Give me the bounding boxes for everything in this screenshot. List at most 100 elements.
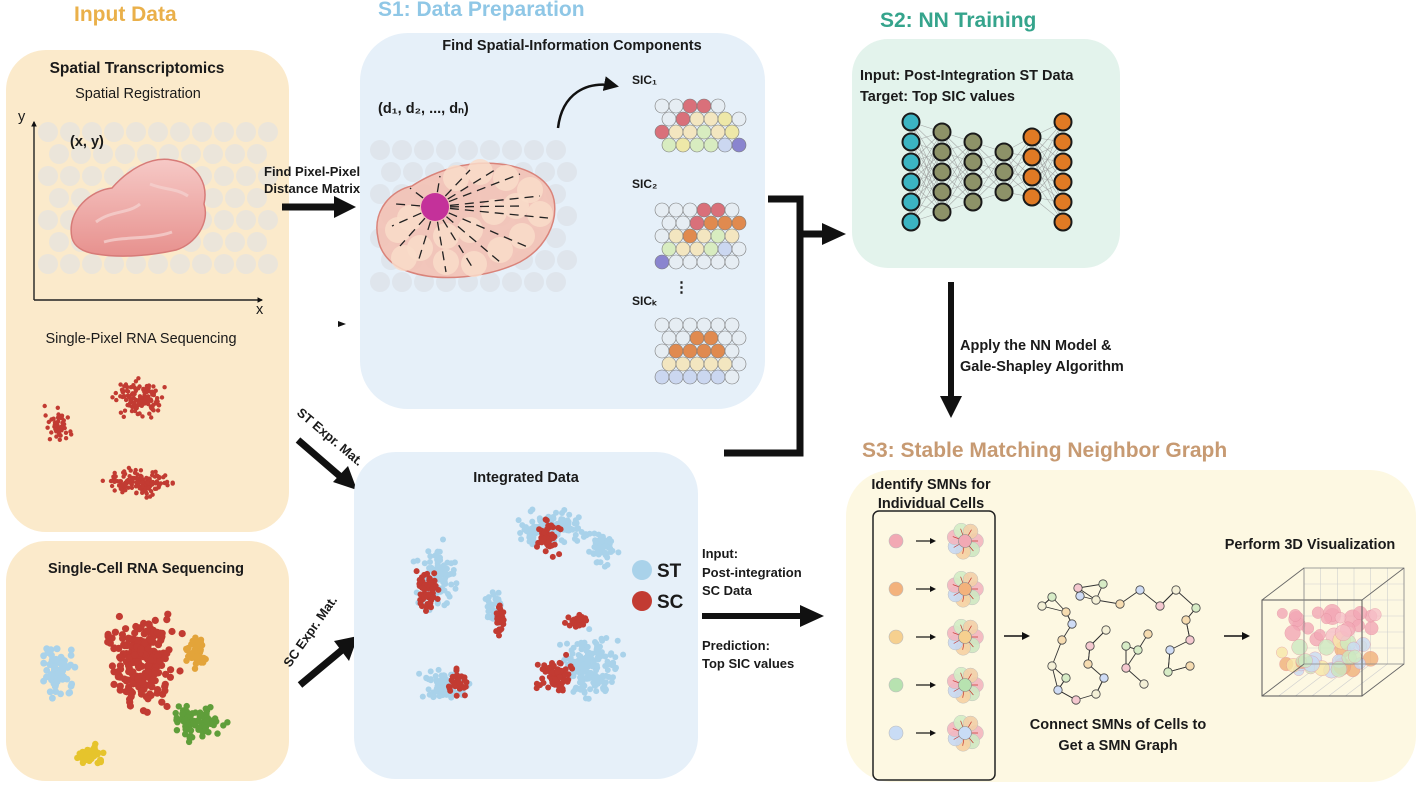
sc-dot [430, 594, 437, 601]
st-dot [592, 544, 599, 550]
sc-dot [545, 684, 552, 691]
st-dot [602, 685, 609, 692]
nn-node [932, 162, 952, 182]
cell-dot [173, 727, 181, 734]
neural-network [901, 112, 1073, 232]
grid-cell [392, 140, 412, 160]
sc-dot [562, 666, 569, 673]
grid-cell [557, 206, 577, 226]
sic-cell [682, 317, 698, 333]
sic1-label: SIC₁ [632, 73, 657, 87]
smn-arrowhead [930, 730, 936, 736]
graph-node [1061, 673, 1071, 683]
graph-node [1091, 595, 1101, 605]
sic-title: Find Spatial-Information Components [442, 38, 701, 54]
grid-cell [247, 188, 267, 208]
cell-dot [198, 710, 205, 718]
st-dot [421, 560, 428, 567]
cell-dot [202, 724, 210, 731]
nn-node [932, 202, 952, 222]
sc-dot [549, 669, 556, 676]
cell-dot [100, 749, 107, 756]
cell-dot [164, 610, 172, 618]
nn-node [901, 112, 921, 132]
cell-dot [207, 704, 214, 711]
cell-dot [47, 671, 55, 678]
cell-dot [115, 644, 123, 653]
st-dot [416, 670, 423, 677]
cell-dot [161, 655, 169, 663]
pixel-dot [123, 397, 129, 403]
query-cell [888, 533, 904, 549]
cell-dot [163, 616, 171, 624]
pixel-dot [164, 479, 170, 485]
st-dot [612, 654, 619, 661]
grid-cell [236, 166, 256, 186]
st-dot [553, 509, 559, 516]
apply-label-1: Apply the NN Model & [960, 338, 1112, 354]
pixel-dot [45, 425, 50, 430]
sc-dot [425, 591, 432, 598]
st-dot [604, 561, 611, 568]
nn-node [932, 182, 952, 202]
grid-cell [38, 254, 58, 274]
pixel-dot [121, 414, 127, 419]
query-pixel [421, 193, 449, 221]
st-dot [435, 666, 442, 673]
sic-cell [682, 202, 698, 218]
cell-dot [108, 634, 116, 642]
grid-cell [436, 140, 456, 160]
graph-node [1071, 695, 1081, 705]
visualize-label: Perform 3D Visualization [1225, 537, 1396, 553]
distance-ray [434, 206, 549, 219]
cube-edge [1361, 663, 1405, 697]
pixel-dot [118, 382, 123, 387]
sic-cell [710, 124, 726, 140]
nn-edge [941, 141, 974, 193]
cell-dot [57, 665, 65, 673]
grid-cell [258, 166, 278, 186]
st-dot [593, 640, 600, 647]
cube-cell [1311, 606, 1325, 619]
tissue-cell [461, 251, 487, 277]
pixel-dot [114, 397, 119, 403]
st-dot [593, 688, 600, 695]
cell-dot [108, 662, 116, 670]
smn-arrowhead [930, 538, 936, 544]
st-dot [452, 585, 459, 592]
sc-dot [500, 617, 507, 623]
nn-node [1022, 127, 1042, 147]
sic-cell [717, 137, 733, 153]
sc-dot [542, 548, 549, 555]
pixel-dot [100, 478, 106, 483]
nn-edge [910, 131, 943, 203]
sc-dot [461, 677, 468, 684]
st-dot [610, 674, 616, 681]
sic-cell [668, 98, 684, 114]
distance-label-2: Distance Matrix [264, 181, 361, 196]
grid-cell [214, 122, 234, 142]
sc-dot [560, 678, 566, 685]
sic-cell [682, 369, 698, 385]
cell-dot [143, 708, 151, 716]
tissue-cell [487, 237, 513, 263]
graph-node [1061, 607, 1071, 617]
pixel-dot [42, 403, 47, 409]
grid-cell [535, 162, 555, 182]
sic-cell [710, 343, 726, 359]
st-dot [564, 640, 570, 647]
pixel-dot [155, 473, 160, 479]
cube-cell [1276, 608, 1288, 619]
st-dot [448, 694, 455, 701]
sc-dot [449, 673, 456, 680]
st-dot [569, 526, 576, 533]
st-dot [434, 600, 441, 607]
grid-cell [502, 272, 522, 292]
cube-grid [1328, 663, 1371, 697]
sic-cell [731, 356, 747, 372]
pred-pred-2: Top SIC values [702, 656, 794, 671]
cell-dot [51, 683, 59, 690]
pixel-dot [51, 416, 56, 421]
nn-edge [1031, 141, 1064, 198]
